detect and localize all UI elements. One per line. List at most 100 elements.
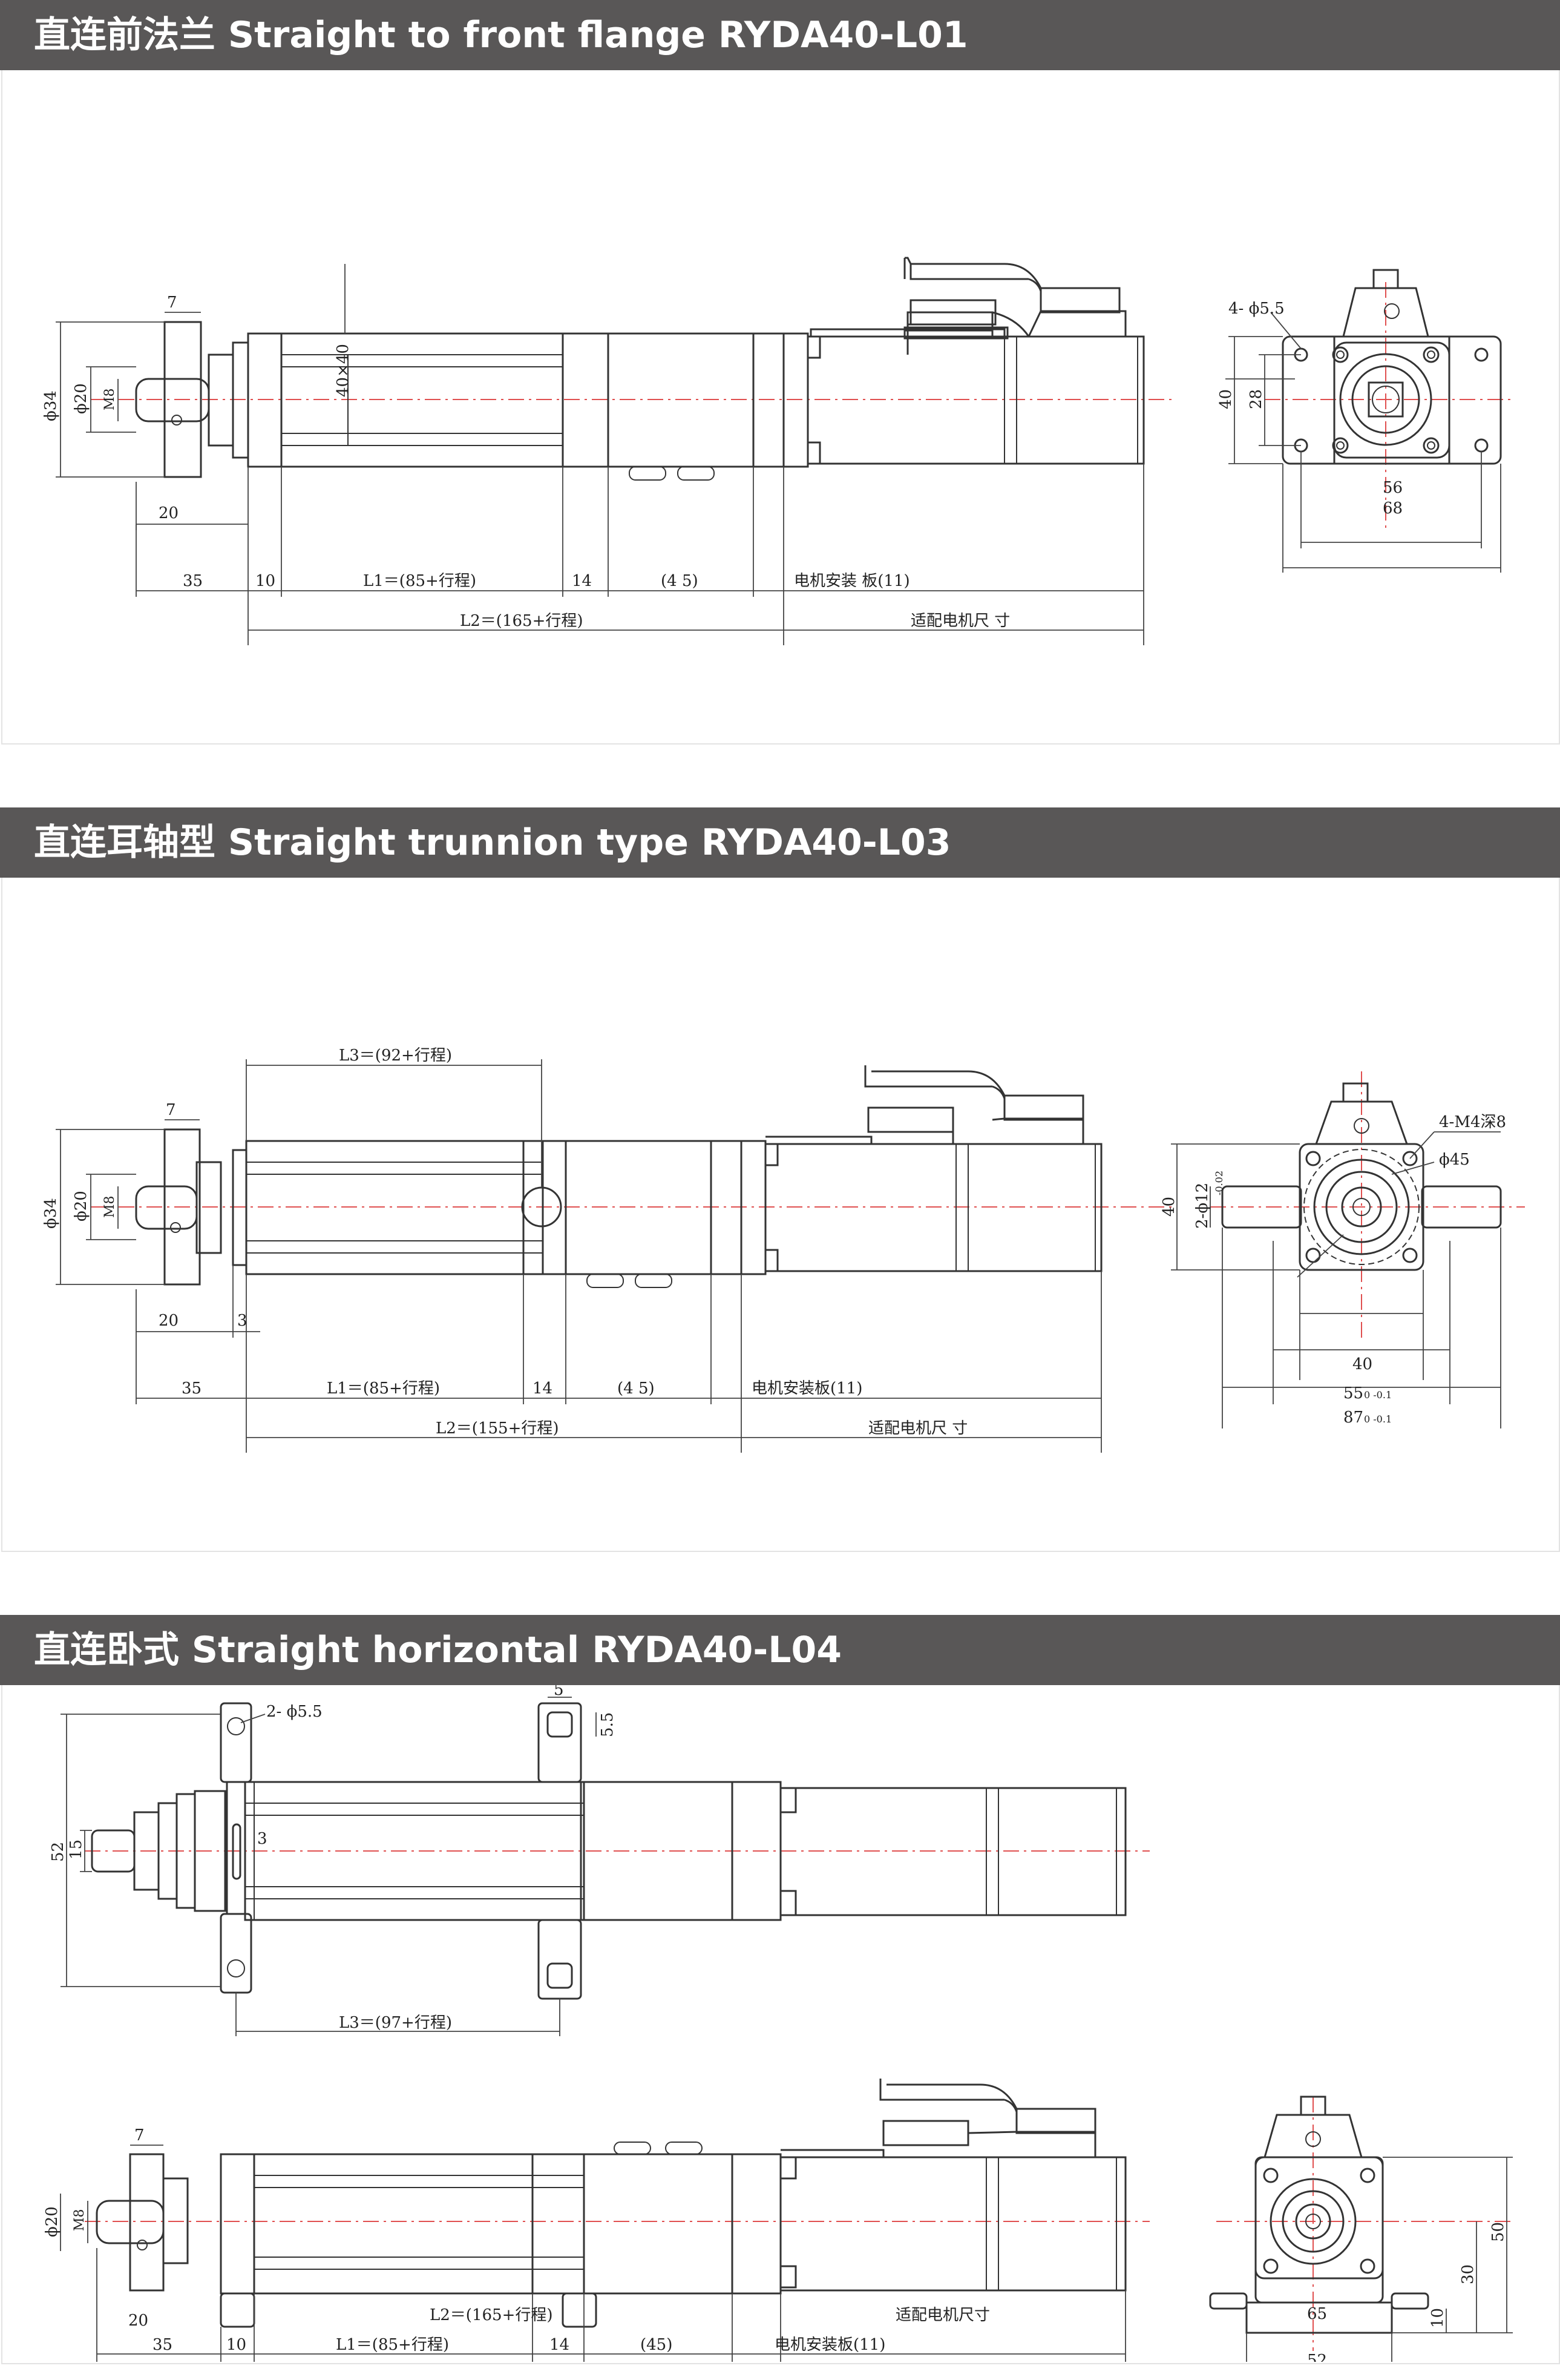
dim-h40: 40 xyxy=(1160,1197,1178,1217)
dim-l2: L2＝(165+行程) xyxy=(460,612,583,630)
dimension-labels-end: 4-M4深8 ϕ45 40 2-ϕ12 -0.02 40 55 0 -0.1 8… xyxy=(1160,1113,1506,1427)
dim-m4: 4-M4深8 xyxy=(1439,1113,1506,1131)
dim-7: 7 xyxy=(134,2126,145,2145)
dim-5-5: 5.5 xyxy=(598,1712,617,1737)
dim-35: 35 xyxy=(182,1379,202,1398)
section-header: 直连卧式 Straight horizontal RYDA40-L04 xyxy=(0,1615,1560,1685)
dim-56: 56 xyxy=(1383,479,1403,497)
dim-plate: 电机安装板(11) xyxy=(752,1379,862,1398)
dim-35: 35 xyxy=(183,572,203,590)
dim-m8: M8 xyxy=(102,1195,117,1218)
dim-65: 65 xyxy=(1307,2305,1328,2323)
section-trunnion: 直连耳轴型 Straight trunnion type RYDA40-L03 xyxy=(0,807,1560,1553)
dimensions-side xyxy=(56,1059,1102,1453)
dim-20: 20 xyxy=(159,1312,179,1330)
dim-45: (45) xyxy=(640,2336,672,2354)
section-title: 直连前法兰 Straight to front flange RYDA40-L0… xyxy=(34,14,968,56)
dim-7: 7 xyxy=(166,1101,176,1119)
dimensions-side xyxy=(56,264,1144,645)
dim-87tol: 0 -0.1 xyxy=(1364,1413,1392,1425)
dim-5: 5 xyxy=(554,1685,564,1699)
dim-plate: 电机安装板(11) xyxy=(775,2336,885,2354)
dim-7b: 7 xyxy=(167,294,177,312)
dimension-labels-side: ϕ34 ϕ20 M8 7 7 40×40 20 35 10 L1＝(85+行程)… xyxy=(42,294,1010,630)
dimension-labels-end: 4- ϕ5.5 40 28 56 68 xyxy=(1217,300,1403,518)
dim-20: 20 xyxy=(159,504,179,522)
rod-end xyxy=(135,1128,247,1286)
dim-10: 10 xyxy=(255,572,275,590)
dim-d12: 2-ϕ12 xyxy=(1193,1183,1211,1229)
dim-m8: M8 xyxy=(102,388,117,410)
dim-45: (4 5) xyxy=(661,572,698,590)
actuator-body xyxy=(245,1140,767,1288)
dim-plate: 电机安装 板(11) xyxy=(794,572,910,590)
dim-d34: ϕ34 xyxy=(42,1198,60,1229)
dim-h50: 50 xyxy=(1489,2222,1507,2242)
drawing-panel xyxy=(1,70,1560,745)
dim-14: 14 xyxy=(533,1379,552,1398)
dim-h15: 15 xyxy=(67,1839,85,1859)
dim-55: 55 xyxy=(1343,1384,1363,1402)
dim-d45: ϕ45 xyxy=(1439,1151,1470,1169)
dim-l1: L1＝(85+行程) xyxy=(327,1379,440,1398)
dim-l2: L2＝(165+行程) xyxy=(430,2306,553,2324)
dim-motor: 适配电机尺 寸 xyxy=(911,612,1010,630)
dim-87: 87 xyxy=(1343,1409,1363,1427)
dim-10: 10 xyxy=(226,2336,246,2354)
rod-end xyxy=(135,321,249,478)
dim-h28: 28 xyxy=(1247,389,1265,409)
section-header: 直连前法兰 Straight to front flange RYDA40-L0… xyxy=(0,0,1560,70)
dim-45: (4 5) xyxy=(617,1379,655,1398)
dim-68: 68 xyxy=(1383,499,1403,518)
motor xyxy=(807,258,1145,465)
section-header: 直连耳轴型 Straight trunnion type RYDA40-L03 xyxy=(0,807,1560,878)
dim-14: 14 xyxy=(572,572,592,590)
dim-40x40: 40×40 xyxy=(334,344,352,397)
end-view xyxy=(1225,269,1513,573)
drawing-trunnion: ϕ34 ϕ20 M8 7 L3＝(92+行程) 20 3 35 L1＝(85+行… xyxy=(42,1047,1525,1453)
drawing-front-flange: ϕ34 ϕ20 M8 7 7 40×40 20 35 10 L1＝(85+行程)… xyxy=(42,257,1513,645)
motor xyxy=(764,1065,1103,1272)
section-front-flange: 直连前法兰 Straight to front flange RYDA40-L0… xyxy=(0,0,1560,746)
top-view-labels: 2- ϕ5.5 5 5.5 52 15 3 L3＝(97+行程) xyxy=(49,1685,617,2032)
end-view xyxy=(1209,2096,1513,2362)
dim-d20: ϕ20 xyxy=(72,383,90,414)
dimension-labels-side: ϕ34 ϕ20 M8 7 L3＝(92+行程) 20 3 35 L1＝(85+行… xyxy=(42,1047,968,1438)
dim-l2: L2＝(155+行程) xyxy=(436,1419,559,1438)
dim-52: 52 xyxy=(1307,2352,1327,2362)
dim-d20: ϕ20 xyxy=(43,2206,61,2237)
dim-55tol: 0 -0.1 xyxy=(1364,1389,1392,1401)
dim-motor: 适配电机尺寸 xyxy=(896,2306,991,2324)
section-horizontal: 直连卧式 Straight horizontal RYDA40-L04 xyxy=(0,1615,1560,2365)
dim-holes: 2- ϕ5.5 xyxy=(266,1703,323,1721)
dim-d12tol: -0.02 xyxy=(1213,1171,1225,1195)
section-title: 直连耳轴型 Straight trunnion type RYDA40-L03 xyxy=(34,821,951,864)
dim-motor: 适配电机尺 寸 xyxy=(868,1419,968,1438)
dim-d34: ϕ34 xyxy=(42,390,60,421)
dim-35: 35 xyxy=(152,2336,172,2354)
dim-h10: 10 xyxy=(1429,2308,1447,2328)
dim-l1: L1＝(85+行程) xyxy=(363,572,476,590)
dim-l3: L3＝(97+行程) xyxy=(339,2014,452,2032)
dim-h40: 40 xyxy=(1217,389,1235,409)
actuator-body xyxy=(247,332,809,481)
side-view-labels: ϕ20 M8 7 20 35 10 L1＝(85+行程) 14 (45) 电机安… xyxy=(43,2126,885,2354)
drawing-horizontal: 2- ϕ5.5 5 5.5 52 15 3 L3＝(97+行程) xyxy=(43,1685,1513,2362)
dim-m8: M8 xyxy=(72,2209,87,2231)
dim-l3: L3＝(92+行程) xyxy=(339,1047,452,1065)
end-view xyxy=(1171,1071,1525,1428)
dim-3: 3 xyxy=(257,1830,267,1848)
dim-d20: ϕ20 xyxy=(72,1191,90,1221)
dim-40: 40 xyxy=(1352,1355,1372,1373)
dim-14: 14 xyxy=(549,2336,569,2354)
end-view-labels: 50 30 10 52 xyxy=(1307,2222,1507,2362)
dim-h52: 52 xyxy=(49,1842,67,1862)
cable-connector xyxy=(903,257,1121,326)
dim-l1: L1＝(85+行程) xyxy=(336,2336,449,2354)
dim-holes: 4- ϕ5.5 xyxy=(1228,300,1285,318)
dim-20: 20 xyxy=(128,2312,148,2330)
section-title: 直连卧式 Straight horizontal RYDA40-L04 xyxy=(34,1629,842,1671)
dim-3: 3 xyxy=(237,1312,247,1330)
side-view xyxy=(60,2079,1150,2362)
top-view xyxy=(61,1697,1150,2036)
